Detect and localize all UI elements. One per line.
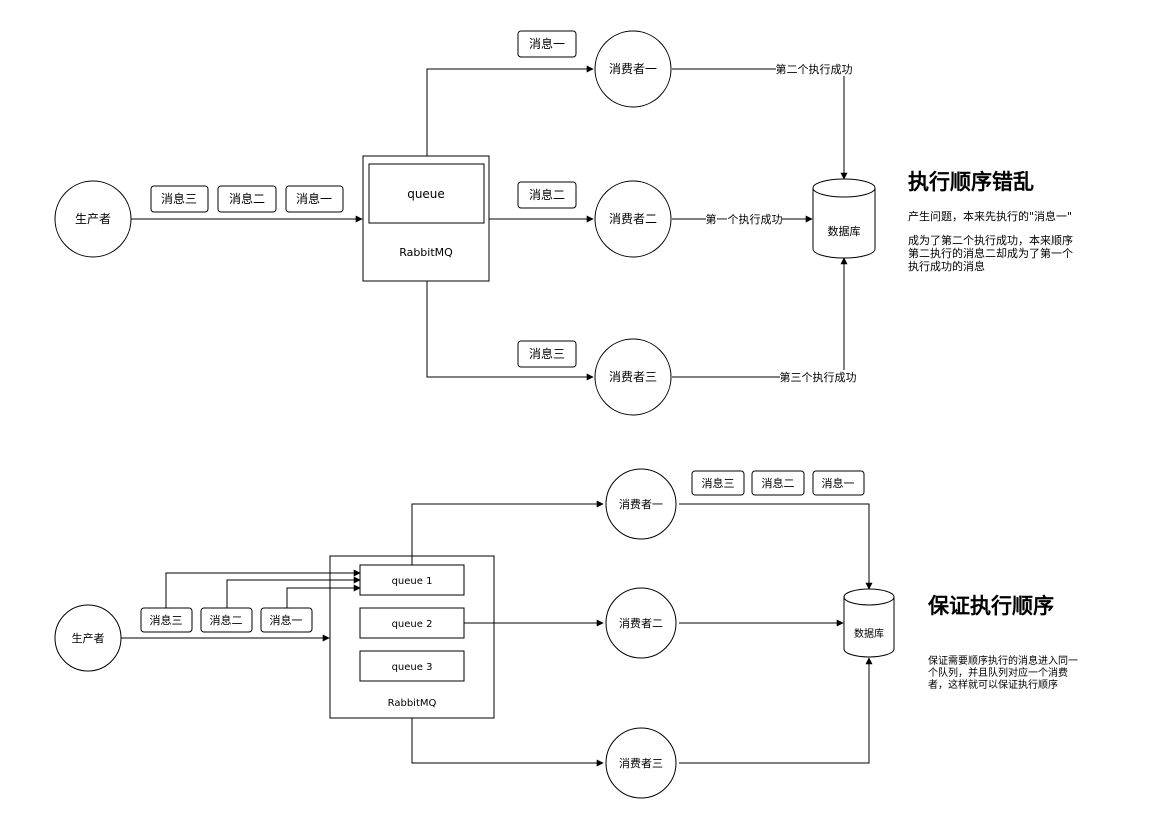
top-message-box	[285, 185, 344, 213]
top-description-line: 产生问题，本来先执行的"消息一"	[908, 210, 1073, 223]
top-title: 执行顺序错乱	[908, 170, 1034, 194]
bottom-description-line: 个队列，并且队列对应一个消费	[928, 668, 1068, 679]
top-message-box	[217, 185, 277, 213]
bottom-edge-message-queue1	[226, 576, 361, 608]
bottom-message-box	[140, 607, 193, 633]
bottom-consumer-message-label: 消息一	[822, 476, 855, 490]
top-diagram	[54, 30, 876, 416]
bottom-queue-label: queue 1	[392, 576, 433, 587]
bottom-broker-box	[329, 555, 495, 719]
bottom-edge-broker-consumer3	[411, 718, 604, 767]
bottom-consumer-message-box	[751, 470, 805, 496]
bottom-queue-label: queue 2	[392, 619, 433, 630]
top-result-label: 第二个执行成功	[776, 62, 853, 76]
top-consumer-message-label: 消息一	[529, 36, 565, 51]
top-description: 产生问题，本来先执行的"消息一" 成为了第二个执行成功，本来顺序 第二执行的消息…	[908, 210, 1073, 273]
bottom-diagram	[54, 468, 895, 799]
top-description-line: 第二执行的消息二却成为了第一个	[908, 247, 1073, 260]
top-consumer-message-label: 消息三	[529, 346, 565, 361]
top-edge-consumer1-db	[672, 68, 848, 180]
bottom-producer-node	[54, 604, 122, 672]
bottom-message-box	[200, 607, 253, 633]
top-consumer-node	[594, 338, 672, 416]
bottom-queue-box	[359, 564, 465, 596]
top-consumer-node	[594, 180, 672, 258]
top-message-label: 消息二	[229, 191, 265, 206]
top-broker-label: RabbitMQ	[399, 246, 453, 259]
top-database-node	[812, 178, 876, 259]
bottom-edge-message-queue1	[286, 584, 361, 608]
bottom-consumer-node	[605, 468, 677, 540]
bottom-consumer-node	[605, 587, 677, 659]
bottom-consumer-message-label: 消息二	[762, 476, 795, 490]
top-consumer-label: 消费者三	[609, 370, 657, 384]
top-result-label: 第一个执行成功	[706, 212, 783, 226]
bottom-database-label: 数据库	[854, 627, 884, 640]
bottom-edge-consumer1-db	[679, 503, 873, 590]
top-result-label: 第三个执行成功	[780, 370, 857, 384]
bottom-consumer-label: 消费者二	[619, 616, 663, 630]
bottom-database-node	[843, 588, 895, 658]
bottom-queue-label: queue 3	[392, 662, 433, 673]
bottom-description: 保证需要顺序执行的消息进入同一 个队列，并且队列对应一个消费 者，这样就可以保证…	[928, 656, 1078, 692]
top-consumer-label: 消费者一	[609, 62, 657, 76]
top-producer-label: 生产者	[75, 212, 111, 226]
bottom-message-label: 消息一	[270, 613, 303, 627]
top-edge-broker-consumer3	[426, 281, 594, 381]
top-consumer-label: 消费者二	[609, 212, 657, 226]
top-consumer-node	[594, 30, 672, 108]
bottom-broker-label: RabbitMQ	[388, 698, 437, 709]
bottom-consumer-message-label: 消息三	[702, 476, 735, 490]
top-queue-box	[368, 163, 485, 224]
bottom-message-label: 消息三	[150, 613, 183, 627]
top-database-label: 数据库	[828, 224, 861, 238]
bottom-labels: 生产者 消息三 消息二 消息一 queue 1 queue 2 queue 3 …	[72, 476, 885, 770]
bottom-message-box	[260, 607, 313, 633]
bottom-producer-label: 生产者	[72, 631, 105, 645]
top-message-label: 消息一	[296, 191, 332, 206]
top-labels: 生产者 消息三 消息二 消息一 queue RabbitMQ 消息一 消息二 消…	[75, 36, 861, 384]
top-queue-label: queue	[407, 187, 445, 201]
top-result-labels: 第二个执行成功 第一个执行成功 第三个执行成功	[706, 62, 857, 384]
top-consumer-message-box	[517, 340, 577, 368]
bottom-consumer-label: 消费者三	[619, 756, 663, 770]
bottom-edge-message-queue1	[165, 569, 361, 608]
top-consumer-message-box	[517, 181, 577, 209]
bottom-description-line: 者，这样就可以保证执行顺序	[928, 680, 1058, 691]
bottom-consumer-node	[605, 727, 677, 799]
top-message-label: 消息三	[161, 191, 197, 206]
top-message-box	[150, 185, 209, 213]
top-edge-consumer3-db	[672, 257, 848, 378]
top-consumer-message-label: 消息二	[529, 187, 565, 202]
bottom-edge-queue-consumer1	[411, 500, 604, 565]
bottom-consumer-message-box	[812, 470, 865, 496]
top-edge-broker-consumer1	[426, 65, 594, 156]
bottom-edge-consumer3-db	[679, 657, 873, 764]
top-description-line: 执行成功的消息	[908, 260, 985, 273]
top-description-line: 成为了第二个执行成功，本来顺序	[908, 234, 1073, 247]
bottom-message-label: 消息二	[210, 613, 243, 627]
bottom-title: 保证执行顺序	[928, 594, 1054, 618]
bottom-consumer-label: 消费者一	[619, 497, 663, 511]
bottom-consumer-message-box	[691, 470, 745, 496]
bottom-queue-box	[359, 650, 465, 682]
bottom-queue-box	[359, 607, 465, 639]
top-producer-node	[54, 180, 132, 258]
top-consumer-message-box	[517, 30, 577, 58]
bottom-description-line: 保证需要顺序执行的消息进入同一	[928, 656, 1078, 667]
